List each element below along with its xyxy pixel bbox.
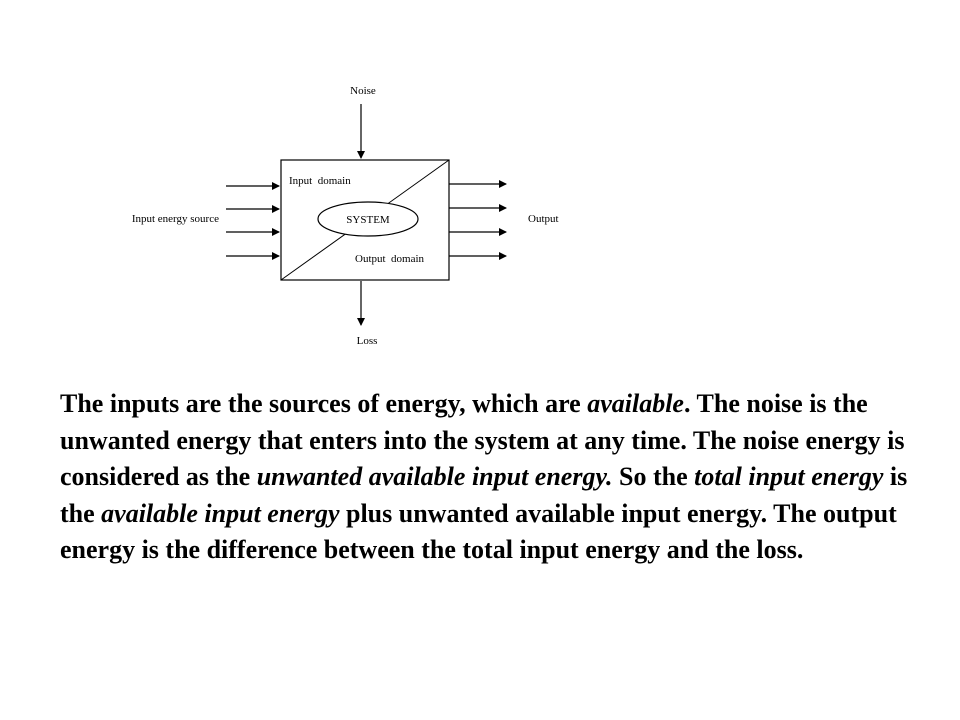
input-domain-label: Input domain	[289, 175, 351, 187]
italic-unwanted-available-input-energy: unwanted available input energy.	[256, 462, 613, 491]
italic-total-input-energy: total input energy	[694, 462, 884, 491]
output-label: Output	[528, 213, 559, 225]
text-segment: plus unwanted available input energy. Th…	[60, 498, 897, 565]
energy-system-diagram: Noise Input domain SYSTEM Output domain …	[132, 85, 559, 347]
system-label: SYSTEM	[346, 214, 390, 226]
noise-label: Noise	[350, 85, 376, 97]
text-segment: is the	[60, 462, 908, 528]
input-energy-source-label: Input energy source	[132, 213, 219, 225]
italic-available-input-energy: available input energy	[101, 498, 340, 528]
output-domain-label: Output domain	[355, 253, 425, 265]
text-segment: So the	[612, 462, 695, 491]
loss-label: Loss	[357, 335, 378, 347]
italic-available: available	[587, 389, 684, 418]
text-segment: . The noise is the unwanted energy that …	[60, 389, 905, 491]
system-box	[280, 159, 450, 281]
text-segment: The inputs are the sources of energy, wh…	[60, 389, 588, 418]
explanation-paragraph: The inputs are the sources of energy, wh…	[60, 386, 910, 569]
system-ellipse	[317, 201, 419, 237]
